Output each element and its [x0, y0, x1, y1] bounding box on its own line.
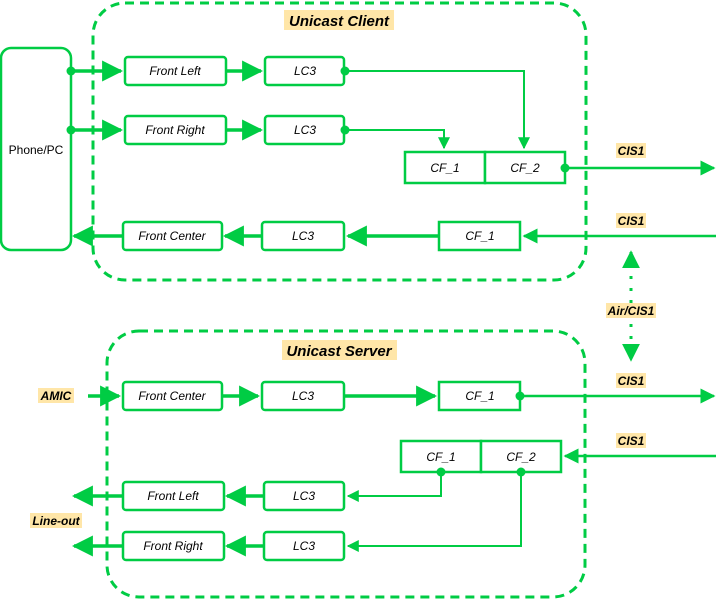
server-title-bg	[282, 340, 397, 360]
server-lc3-left-label: LC3	[293, 489, 315, 503]
server-front-right-label: Front Right	[143, 539, 203, 553]
line-out-label: Line-out	[32, 514, 80, 528]
server-lc3-center-label: LC3	[292, 389, 314, 403]
client-front-right-label: Front Right	[145, 123, 205, 137]
unicast-client-group	[91, 1, 588, 282]
client-cf2-box	[483, 150, 567, 185]
server-cf2-box	[479, 439, 563, 474]
phone-pc-box	[0, 46, 73, 252]
client-lc3-center-label: LC3	[292, 229, 314, 243]
client-cf2-label: CF_2	[510, 161, 540, 175]
client-rx-cf1-label: CF_1	[465, 229, 494, 243]
server-lc3-right-label: LC3	[293, 539, 315, 553]
client-front-center-label: Front Center	[138, 229, 206, 243]
cis1-out-server-label: CIS1	[618, 374, 645, 388]
client-front-left-label: Front Left	[149, 64, 201, 78]
server-group-title: Unicast Server	[286, 343, 392, 360]
unicast-server-group	[105, 329, 587, 599]
server-front-center-label: Front Center	[138, 389, 206, 403]
amic-label: AMIC	[40, 389, 72, 403]
client-cf1-box	[403, 150, 487, 185]
client-cf1-label: CF_1	[430, 161, 459, 175]
cis1-in-server-label: CIS1	[618, 434, 645, 448]
air-cis1-label: Air/CIS1	[607, 304, 655, 318]
server-tx-cf1-label: CF_1	[465, 389, 494, 403]
client-rx-cf1-box	[437, 220, 522, 252]
client-title-bg	[284, 10, 394, 30]
cis1-out-client-label: CIS1	[618, 144, 645, 158]
server-cf1-label: CF_1	[426, 450, 455, 464]
phone-pc-label: Phone/PC	[9, 143, 64, 157]
client-group-title: Unicast Client	[289, 13, 390, 30]
server-cf2-label: CF_2	[506, 450, 536, 464]
client-lc3-right-label: LC3	[294, 123, 316, 137]
client-lc3-left-label: LC3	[294, 64, 316, 78]
cis1-in-client-label: CIS1	[618, 214, 645, 228]
server-front-left-label: Front Left	[147, 489, 199, 503]
